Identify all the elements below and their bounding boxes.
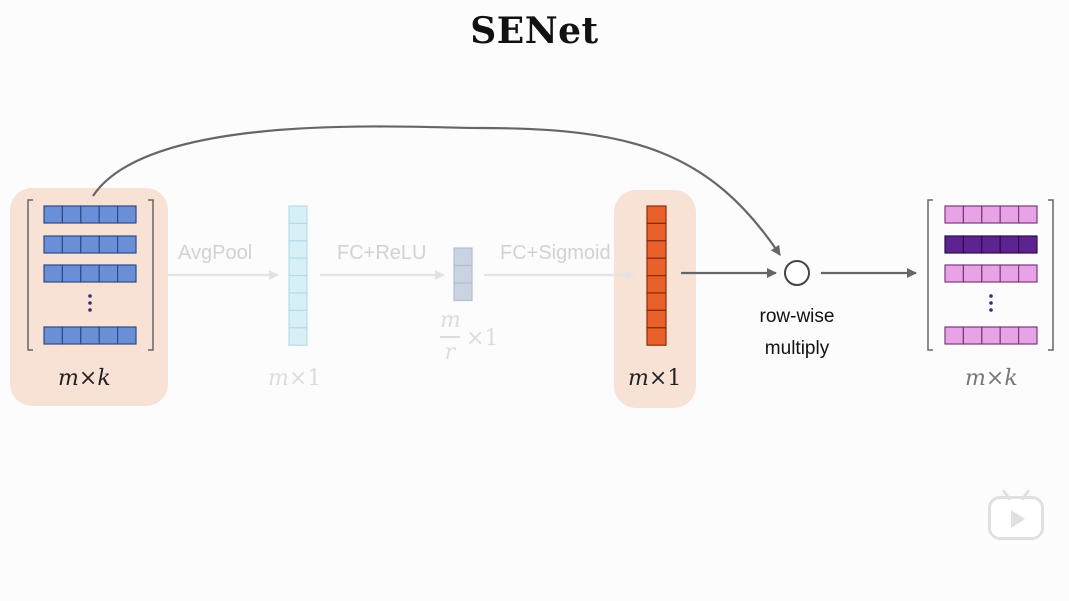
multiply-label-line1: row-wise bbox=[759, 306, 835, 327]
input-matrix-cell bbox=[43, 264, 63, 283]
input-matrix-cell bbox=[98, 205, 119, 224]
pooled-vector-cell bbox=[288, 222, 308, 242]
input-matrix-cell bbox=[61, 326, 82, 345]
output-matrix-cell-emphasis bbox=[944, 235, 964, 254]
pooled-vector-cell bbox=[288, 327, 308, 346]
pooled-vector-cell bbox=[288, 275, 308, 294]
avgpool-label: AvgPool bbox=[178, 242, 253, 264]
input-matrix-cell bbox=[43, 205, 63, 224]
weights-vector-cell bbox=[646, 292, 667, 311]
output-matrix-cell-emphasis bbox=[981, 235, 1001, 254]
play-icon[interactable] bbox=[988, 496, 1044, 540]
output-matrix-ellipsis bbox=[989, 308, 993, 312]
input-matrix-cell bbox=[43, 235, 63, 254]
input-matrix-cell bbox=[43, 326, 63, 345]
input-matrix-cell bbox=[61, 264, 82, 283]
reduced-vector-cell bbox=[453, 282, 473, 302]
input-matrix-cell bbox=[116, 326, 137, 345]
input-matrix-cell bbox=[116, 205, 137, 224]
weights-vector-cell bbox=[646, 327, 667, 346]
output-matrix-cell bbox=[1017, 264, 1038, 283]
weights-shape-label: m×1 bbox=[628, 366, 682, 391]
reduced-vector-cell bbox=[453, 247, 473, 267]
input-matrix-cell bbox=[80, 326, 100, 345]
output-matrix-cell bbox=[999, 264, 1020, 283]
input-matrix-cell bbox=[98, 235, 119, 254]
output-matrix-cell bbox=[981, 205, 1001, 224]
weights-vector-cell bbox=[646, 257, 667, 277]
input-matrix-cell bbox=[98, 326, 119, 345]
output-matrix-cell bbox=[999, 326, 1020, 345]
pooled-vector-cell bbox=[288, 205, 308, 224]
reduced-vector-cell bbox=[453, 264, 473, 284]
weights-vector-cell bbox=[646, 309, 667, 329]
pooled-vector-cell bbox=[288, 309, 308, 329]
input-matrix-cell bbox=[116, 264, 137, 283]
weights-vector-cell bbox=[646, 275, 667, 294]
pooled-shape-label: m×1 bbox=[268, 366, 322, 391]
multiply-node bbox=[784, 260, 810, 286]
output-matrix-cell bbox=[962, 326, 983, 345]
input-matrix-cell bbox=[80, 235, 100, 254]
input-matrix-ellipsis bbox=[88, 308, 92, 312]
output-matrix-cell bbox=[999, 205, 1020, 224]
pooled-vector-cell bbox=[288, 292, 308, 311]
skip-connection-arrow bbox=[92, 125, 781, 256]
weights-vector-cell bbox=[646, 205, 667, 224]
pooled-vector-cell bbox=[288, 240, 308, 259]
weights-vector-cell bbox=[646, 222, 667, 242]
input-matrix-cell bbox=[61, 205, 82, 224]
output-matrix-cell bbox=[981, 264, 1001, 283]
input-matrix-bracket-left bbox=[27, 199, 33, 351]
input-matrix-cell bbox=[80, 205, 100, 224]
output-matrix-bracket-left bbox=[927, 199, 933, 351]
input-matrix-ellipsis bbox=[88, 294, 92, 298]
output-matrix-cell bbox=[962, 264, 983, 283]
input-matrix-bracket-right bbox=[148, 199, 154, 351]
input-matrix-cell bbox=[98, 264, 119, 283]
input-matrix-cell bbox=[61, 235, 82, 254]
multiply-label-line2: multiply bbox=[764, 338, 830, 359]
output-matrix-bracket-right bbox=[1048, 199, 1054, 351]
output-matrix-cell bbox=[1017, 326, 1038, 345]
output-matrix-cell-emphasis bbox=[1017, 235, 1038, 254]
output-matrix-cell-emphasis bbox=[999, 235, 1020, 254]
output-matrix-cell bbox=[944, 205, 964, 224]
page-title: SENet bbox=[470, 10, 599, 52]
output-matrix-cell-emphasis bbox=[962, 235, 983, 254]
output-matrix-ellipsis bbox=[989, 301, 993, 305]
output-matrix-cell bbox=[944, 264, 964, 283]
output-shape-label: m×k bbox=[965, 366, 1018, 391]
input-matrix-cell bbox=[80, 264, 100, 283]
input-matrix-ellipsis bbox=[88, 301, 92, 305]
output-matrix-cell bbox=[944, 326, 964, 345]
fc-sigmoid-label: FC+Sigmoid bbox=[500, 242, 611, 264]
pooled-vector-cell bbox=[288, 257, 308, 277]
input-shape-label: m×k bbox=[58, 366, 111, 391]
output-matrix-cell bbox=[981, 326, 1001, 345]
fc-relu-label: FC+ReLU bbox=[337, 242, 427, 264]
output-matrix-cell bbox=[1017, 205, 1038, 224]
output-matrix-ellipsis bbox=[989, 294, 993, 298]
weights-vector-cell bbox=[646, 240, 667, 259]
output-matrix-cell bbox=[962, 205, 983, 224]
input-matrix-cell bbox=[116, 235, 137, 254]
